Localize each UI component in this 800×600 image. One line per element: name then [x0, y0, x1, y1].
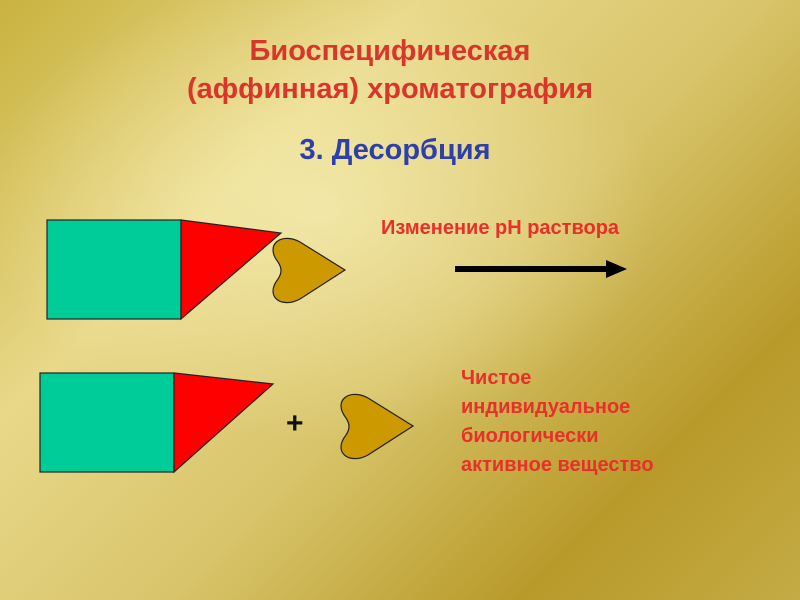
product-description: Чистое индивидуальное биологически актив… [461, 364, 654, 480]
step-subtitle: 3. Десорбция [299, 134, 491, 166]
slide-title: Биоспецифическая (аффинная) хроматографи… [0, 32, 780, 108]
product-line-3: биологически [461, 425, 599, 447]
target-molecule-released [340, 393, 415, 460]
ligand-wedge-top [180, 219, 283, 321]
ligand-wedge-bottom [173, 372, 275, 474]
matrix-block-bottom [39, 372, 175, 473]
product-line-1: Чистое [461, 367, 532, 389]
title-line-2: (аффинная) хроматография [186, 73, 594, 105]
complex-bottom [39, 372, 275, 474]
product-line-2: индивидуальное [461, 396, 631, 418]
plus-sign: + [286, 407, 304, 440]
product-line-4: активное вещество [461, 454, 654, 476]
matrix-block-top [46, 219, 182, 320]
complex-top [46, 219, 347, 321]
title-line-1: Биоспецифическая [249, 35, 531, 67]
ph-change-label: Изменение pH раствора [381, 217, 620, 239]
target-molecule-top [272, 237, 347, 304]
process-arrow [455, 260, 627, 278]
